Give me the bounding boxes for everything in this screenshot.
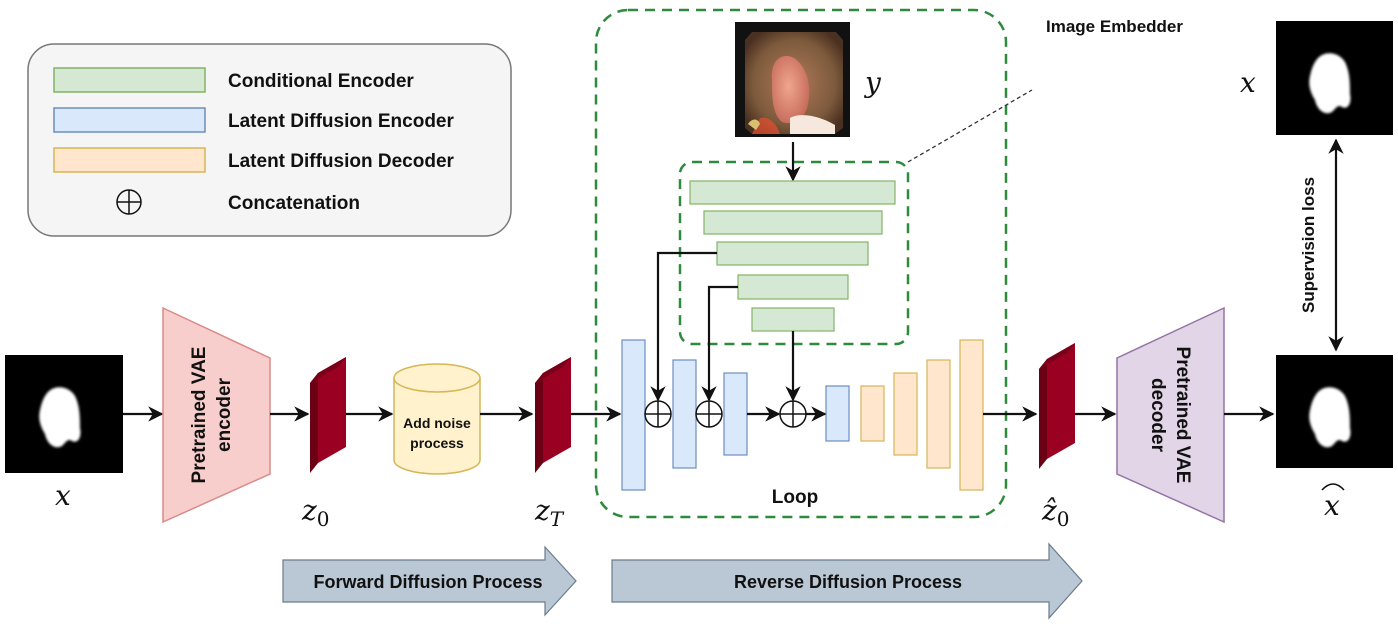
latent-encoder-layer-2	[672, 359, 697, 469]
latent-zT-block	[535, 357, 571, 473]
latent-decoder-layer-3	[926, 359, 951, 469]
label-z0-hat: ẑ0	[1041, 494, 1070, 531]
cond-encoder-layer-3	[716, 241, 869, 266]
decoder-label-line1: Pretrained VAE	[1172, 347, 1193, 484]
decoder-label-line2: decoder	[1147, 378, 1168, 453]
vae-encoder-block: Pretrained VAE encoder	[162, 306, 271, 524]
label-z0: z0	[301, 494, 330, 531]
latent-encoder-layer-1	[621, 339, 646, 491]
cond-encoder-layer-2	[703, 210, 883, 235]
conditional-encoder-stack	[689, 180, 896, 332]
legend-label-concatenation: Concatenation	[228, 193, 360, 214]
encoder-label-line1: Pretrained VAE	[189, 347, 210, 484]
cond-encoder-layer-1	[689, 180, 896, 205]
legend-swatch-latent-encoder	[53, 107, 206, 133]
condition-image	[735, 22, 850, 137]
latent-encoder-layer-3	[723, 372, 748, 456]
vae-decoder-block: Pretrained VAE decoder	[1116, 306, 1225, 524]
encoder-label-line2: encoder	[214, 377, 235, 452]
embedder-callout-line	[907, 89, 1033, 163]
output-mask-image	[1276, 355, 1393, 468]
loop-label: Loop	[772, 487, 818, 508]
latent-z0-hat-block	[1039, 343, 1075, 469]
skip-connection-1	[650, 251, 717, 402]
latent-decoder-stack	[860, 339, 984, 491]
label-input-x: x	[55, 479, 71, 512]
input-mask-image	[5, 355, 123, 473]
reverse-process-label: Reverse Diffusion Process	[734, 572, 962, 592]
forward-process-label: Forward Diffusion Process	[313, 572, 542, 592]
cond-encoder-layer-5	[751, 307, 835, 332]
target-mask-image	[1276, 21, 1393, 135]
label-target-x: x	[1240, 66, 1256, 99]
latent-encoder-stack	[621, 339, 850, 491]
latent-decoder-layer-1	[860, 385, 885, 442]
concat-node-3	[779, 400, 807, 428]
latent-encoder-bottleneck	[825, 385, 850, 442]
image-embedder-label: Image Embedder	[1046, 17, 1183, 36]
label-zT: zT	[534, 494, 565, 531]
noise-label-line1: Add noise	[403, 415, 471, 431]
supervision-loss-label: Supervision loss	[1299, 177, 1318, 313]
legend-label-latent-encoder: Latent Diffusion Encoder	[228, 111, 455, 132]
legend-swatch-latent-decoder	[53, 147, 206, 173]
legend-swatch-conditional-encoder	[53, 67, 206, 93]
legend-box: Conditional Encoder Latent Diffusion Enc…	[27, 43, 512, 237]
cond-encoder-layer-4	[737, 274, 849, 300]
latent-decoder-layer-2	[893, 372, 918, 456]
forward-process-arrow: Forward Diffusion Process	[282, 545, 577, 617]
add-noise-cylinder: Add noise process	[393, 363, 481, 475]
legend-label-conditional-encoder: Conditional Encoder	[228, 71, 414, 92]
reverse-process-arrow: Reverse Diffusion Process	[611, 542, 1083, 620]
skip-connection-2	[701, 285, 738, 402]
legend-label-latent-decoder: Latent Diffusion Decoder	[228, 151, 455, 172]
label-condition-y: y	[863, 66, 882, 99]
concat-node-1	[644, 400, 672, 428]
label-output-x-hat: x	[1324, 489, 1340, 522]
latent-z0-block	[310, 357, 346, 473]
noise-label-line2: process	[410, 435, 464, 451]
concat-node-2	[695, 400, 723, 428]
concat-symbol-icon	[116, 189, 142, 215]
loop-container	[594, 8, 1008, 519]
hat-accent	[1321, 483, 1345, 491]
latent-decoder-layer-4	[959, 339, 984, 491]
